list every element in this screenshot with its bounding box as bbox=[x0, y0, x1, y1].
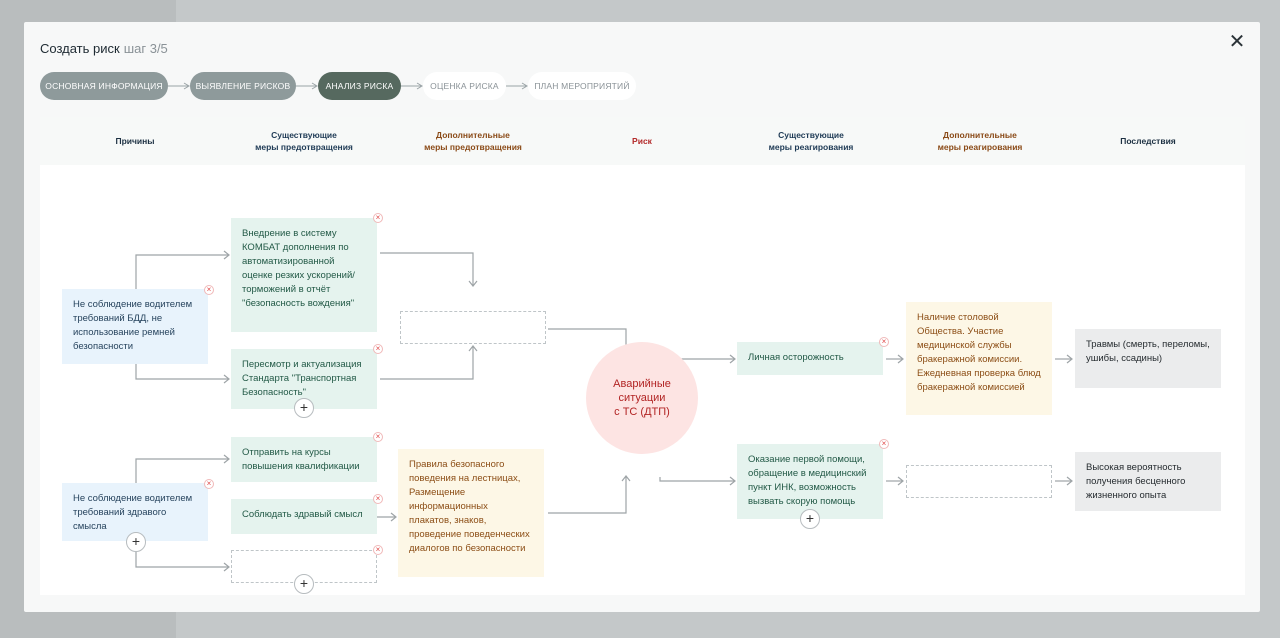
remove-icon[interactable]: × bbox=[879, 337, 889, 347]
stepper-connectors bbox=[168, 82, 528, 90]
column-headers: Причины Существующие меры предотвращения… bbox=[40, 117, 1245, 165]
remove-icon[interactable]: × bbox=[204, 285, 214, 295]
step-risk-assessment[interactable]: Оценка риска bbox=[423, 72, 506, 100]
response-item[interactable]: Оказание первой помощи, обращение в меди… bbox=[737, 444, 883, 519]
consequence-item[interactable]: Травмы (смерть, переломы, ушибы, ссадины… bbox=[1075, 329, 1221, 388]
close-icon[interactable]: ✕ bbox=[1228, 31, 1246, 53]
step-basic-info[interactable]: Основная информация bbox=[40, 72, 168, 100]
remove-icon[interactable]: × bbox=[879, 439, 889, 449]
remove-icon[interactable]: × bbox=[373, 213, 383, 223]
add-icon[interactable]: + bbox=[294, 574, 314, 594]
response-item[interactable]: Личная осторожность bbox=[737, 342, 883, 375]
step-action-plan[interactable]: План мероприятий bbox=[528, 72, 636, 100]
step-risk-identification[interactable]: Выявление рисков bbox=[190, 72, 296, 100]
connector-lines bbox=[135, 250, 1073, 572]
remove-icon[interactable]: × bbox=[373, 545, 383, 555]
header-existing-prevention: Существующие меры предотвращения bbox=[255, 130, 353, 152]
header-additional-response: Дополнительные меры реагирования bbox=[937, 130, 1023, 152]
bowtie-diagram: Причины Существующие меры предотвращения… bbox=[40, 117, 1245, 595]
stepper: Основная информация Выявление рисков Ана… bbox=[40, 72, 660, 100]
empty-additional-prevention-slot[interactable] bbox=[400, 311, 546, 344]
header-consequences: Последствия bbox=[1120, 136, 1176, 146]
remove-icon[interactable]: × bbox=[373, 494, 383, 504]
remove-icon[interactable]: × bbox=[373, 344, 383, 354]
add-icon[interactable]: + bbox=[126, 532, 146, 552]
step-risk-analysis[interactable]: Анализ риска bbox=[318, 72, 401, 100]
add-icon[interactable]: + bbox=[800, 509, 820, 529]
modal-title-text: Создать риск bbox=[40, 41, 120, 56]
empty-additional-response-slot[interactable] bbox=[906, 465, 1052, 498]
header-additional-prevention: Дополнительные меры предотвращения bbox=[424, 130, 522, 152]
risk-node[interactable]: Аварийные ситуации с ТС (ДТП) bbox=[586, 342, 698, 454]
additional-response-item[interactable]: Наличие столовой Общества. Участие медиц… bbox=[906, 302, 1052, 415]
prevention-item[interactable]: Отправить на курсы повышения квалификаци… bbox=[231, 437, 377, 482]
prevention-item[interactable]: Соблюдать здравый смысл bbox=[231, 499, 377, 534]
prevention-item[interactable]: Внедрение в систему КОМБАТ дополнения по… bbox=[231, 218, 377, 332]
cause-item[interactable]: Не соблюдение водителем требований здрав… bbox=[62, 483, 208, 541]
header-existing-response: Существующие меры реагирования bbox=[768, 130, 854, 152]
modal-step: шаг 3/5 bbox=[123, 41, 168, 56]
remove-icon[interactable]: × bbox=[373, 432, 383, 442]
cause-item[interactable]: Не соблюдение водителем требований БДД, … bbox=[62, 289, 208, 364]
header-risk: Риск bbox=[632, 136, 652, 146]
add-icon[interactable]: + bbox=[294, 398, 314, 418]
additional-prevention-item[interactable]: Правила безопасного поведения на лестниц… bbox=[398, 449, 544, 577]
remove-icon[interactable]: × bbox=[204, 479, 214, 489]
consequence-item[interactable]: Высокая вероятность получения бесценного… bbox=[1075, 452, 1221, 511]
header-causes: Причины bbox=[115, 136, 155, 146]
